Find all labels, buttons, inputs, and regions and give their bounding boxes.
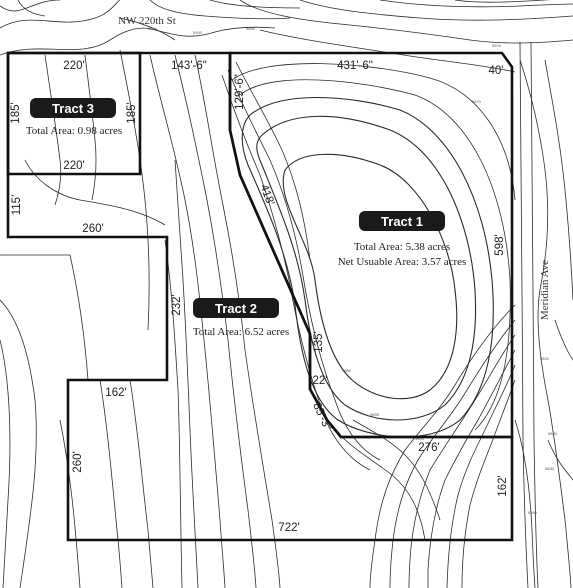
dim-t1-diag2: 85'-3": [310, 401, 333, 433]
dim-t3-bottom: 220': [63, 160, 84, 172]
dim-t1-south: 276': [418, 442, 439, 454]
contour-label: 5900: [193, 30, 203, 35]
contour-label: 5890: [246, 26, 256, 31]
contour-label: 5820: [540, 356, 550, 361]
dim-t1-top: 431'-6": [337, 60, 373, 72]
dim-t1-step-v: 135': [313, 331, 325, 352]
tract-3-boundary: [6, 51, 142, 176]
contour-label: 5830: [545, 466, 555, 471]
dim-t2-inner: 232': [171, 294, 183, 315]
tract-1-net-area: Net Usuable Area: 3.57 acres: [338, 256, 467, 268]
tract-2-area: Total Area: 6.52 acres: [193, 326, 289, 338]
dim-t1-se: 162': [497, 475, 509, 496]
tract-1-area: Total Area: 5.38 acres: [354, 241, 450, 253]
contour-label: 5850: [528, 510, 538, 515]
contour-label: 5880: [548, 431, 558, 436]
tract-1-name: Tract 1: [381, 214, 423, 229]
dim-t2-mid: 260': [82, 223, 103, 235]
tract-boundaries: [6, 51, 514, 542]
road-label-north: NW 220th St: [118, 15, 176, 27]
tract-1-badge: [359, 211, 445, 231]
dim-t1-east: 598': [494, 234, 506, 255]
dim-t2-step: 162': [105, 387, 126, 399]
dim-t3-right: 185': [126, 102, 138, 123]
tract-3-label: Tract 3 Total Area: 0.98 acres: [26, 98, 122, 137]
dim-t2-left-lower: 260': [72, 451, 84, 472]
tract-3-badge: [30, 98, 116, 118]
contour-label: 5970: [492, 43, 502, 48]
contour-label: 5910: [148, 26, 158, 31]
tract-1-boundary: [228, 51, 514, 439]
dim-t3-top: 220': [63, 60, 84, 72]
tract-1-label: Tract 1 Total Area: 5.38 acres Net Usuab…: [338, 211, 467, 268]
tract-2-label: Tract 2 Total Area: 6.52 acres: [193, 298, 289, 338]
contour-label: 5840: [415, 436, 425, 441]
dim-t1-diag: 418': [258, 183, 277, 207]
dim-t1-step-h: 22': [313, 375, 328, 387]
dim-t1-corner: 40': [489, 65, 504, 77]
tract-3-area: Total Area: 0.98 acres: [26, 125, 122, 137]
dim-t3-left: 185': [10, 102, 22, 123]
contour-elevation-labels: 5910 5900 5890 5870 5855 5860 5840 5820 …: [148, 26, 558, 515]
road-label-east: Meridian Ave: [539, 260, 551, 320]
dim-t1-west-top: 129'-6": [234, 74, 246, 110]
tract-2-name: Tract 2: [215, 301, 257, 316]
contour-label: 5855: [370, 412, 380, 417]
contour-label: 5860: [342, 368, 352, 373]
dim-t2-top: 143'-6": [171, 60, 207, 72]
dim-t2-bottom: 722': [278, 522, 299, 534]
dim-t2-left-upper: 115': [11, 195, 23, 216]
tract-3-name: Tract 3: [52, 101, 94, 116]
contour-label: 5870: [472, 99, 482, 104]
tract-2-badge: [193, 298, 279, 318]
